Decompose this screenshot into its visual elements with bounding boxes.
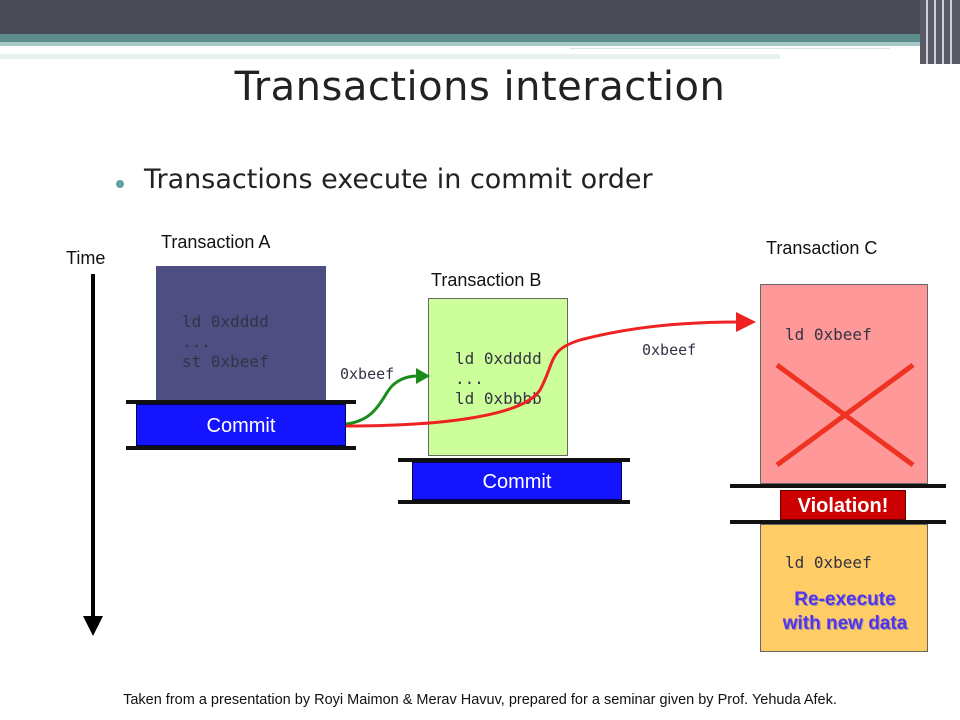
arrow-label-a-to-c: 0xbeef	[642, 341, 697, 359]
time-arrow-icon	[83, 274, 103, 636]
bullet-text: Transactions execute in commit order	[144, 164, 653, 195]
header-band	[0, 0, 960, 34]
commit-b-top-bar	[398, 458, 630, 462]
header-accent-band-light	[0, 42, 960, 46]
header-rule	[0, 54, 780, 59]
footer-credit: Taken from a presentation by Royi Maimon…	[123, 692, 837, 708]
violation-bottom-bar	[730, 520, 946, 524]
reexec-label-line-2: with new data	[782, 613, 908, 634]
commit-a-bottom-bar	[126, 446, 356, 450]
corner-stripes-decoration	[920, 0, 960, 64]
transaction-a-box: ld 0xdddd ... st 0xbeef	[156, 266, 326, 400]
green-arrow-icon	[345, 374, 419, 426]
violation-top-bar	[730, 484, 946, 488]
violation-badge: Violation!	[780, 490, 906, 520]
transaction-a-label: Transaction A	[161, 232, 271, 252]
transaction-b-code-line-2: ...	[455, 369, 484, 388]
commit-b-bottom-bar	[398, 500, 630, 504]
time-label: Time	[66, 248, 106, 268]
reexec-label-line-1: Re-execute	[794, 589, 896, 610]
transaction-a-code-line-1: ld 0xdddd	[182, 312, 269, 331]
transaction-b-label: Transaction B	[431, 270, 542, 290]
header-accent-band	[0, 34, 960, 42]
transaction-b-code-line-3: ld 0xbbbb	[455, 389, 542, 408]
red-arrow-head-icon	[736, 312, 756, 332]
slide-title: Transactions interaction	[234, 64, 726, 110]
commit-a-top-bar	[126, 400, 356, 404]
transaction-c-box: ld 0xbeef	[760, 284, 928, 484]
commit-b-box: Commit	[412, 462, 622, 500]
transaction-c-label: Transaction C	[766, 238, 878, 258]
header-rule-short	[570, 48, 890, 53]
red-arrow-icon	[345, 320, 739, 428]
transaction-c-reexec-code: ld 0xbeef	[785, 553, 872, 572]
green-arrow-head-icon	[416, 368, 430, 384]
transaction-a-code-line-3: st 0xbeef	[182, 352, 269, 371]
transaction-a-code-line-2: ...	[182, 332, 211, 351]
bullet-icon	[116, 180, 124, 188]
transaction-c-reexec-box: ld 0xbeef Re-execute with new data	[760, 524, 928, 652]
transaction-c-code-line-1: ld 0xbeef	[785, 325, 872, 344]
cross-icon	[775, 362, 915, 468]
arrow-label-a-to-b: 0xbeef	[340, 365, 395, 383]
transaction-b-code-line-1: ld 0xdddd	[455, 349, 542, 368]
commit-a-box: Commit	[136, 404, 346, 446]
